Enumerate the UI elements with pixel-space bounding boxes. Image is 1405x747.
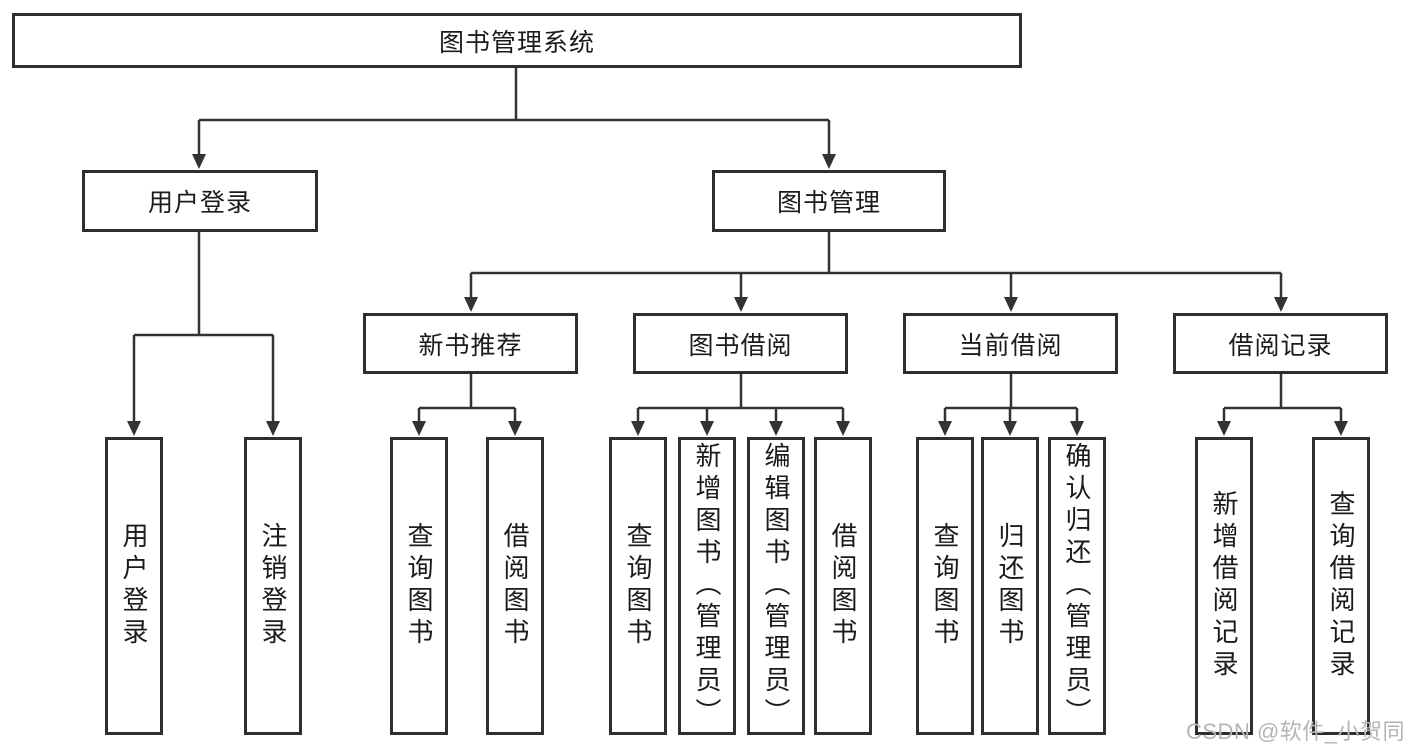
- node-label: 图书管理系统: [438, 28, 595, 57]
- leaf-label: 查询图书: [930, 522, 960, 650]
- leaf-label: 查询借阅记录: [1326, 490, 1356, 682]
- leaf-borrow-books-borrow: 借阅图书: [814, 437, 872, 735]
- leaf-label: 新增图书（管理员）: [692, 442, 722, 730]
- leaf-label: 确认归还（管理员）: [1062, 442, 1092, 730]
- leaf-label: 注销登录: [258, 522, 288, 650]
- leaf-query-borrow-record: 查询借阅记录: [1312, 437, 1370, 735]
- leaf-label: 归还图书: [995, 522, 1025, 650]
- node-user-login: 用户登录: [82, 170, 318, 232]
- node-book-borrowing: 图书借阅: [633, 313, 848, 374]
- leaf-query-books-recommend: 查询图书: [390, 437, 448, 735]
- leaf-query-books-borrow: 查询图书: [609, 437, 667, 735]
- leaf-logout-login: 注销登录: [244, 437, 302, 735]
- leaf-label: 新增借阅记录: [1209, 490, 1239, 682]
- leaf-query-books-current: 查询图书: [916, 437, 974, 735]
- leaf-borrow-books-recommend: 借阅图书: [486, 437, 544, 735]
- leaf-label: 借阅图书: [828, 522, 858, 650]
- leaf-label: 查询图书: [623, 522, 653, 650]
- leaf-label: 借阅图书: [500, 522, 530, 650]
- leaf-confirm-return-admin: 确认归还（管理员）: [1048, 437, 1106, 735]
- leaf-label: 编辑图书（管理员）: [761, 442, 791, 730]
- leaf-edit-book-admin: 编辑图书（管理员）: [747, 437, 805, 735]
- node-label: 用户登录: [147, 189, 252, 217]
- leaf-add-book-admin: 新增图书（管理员）: [678, 437, 736, 735]
- node-label: 当前借阅: [958, 331, 1063, 360]
- leaf-label: 查询图书: [404, 522, 434, 650]
- leaf-add-borrow-record: 新增借阅记录: [1195, 437, 1253, 735]
- node-label: 借阅记录: [1228, 331, 1333, 360]
- watermark: CSDN @软件_小贺同学: [1186, 719, 1405, 744]
- leaf-user-login: 用户登录: [105, 437, 163, 735]
- node-current-borrowing: 当前借阅: [903, 313, 1118, 374]
- node-new-book-recommendation: 新书推荐: [363, 313, 578, 374]
- leaf-return-book: 归还图书: [981, 437, 1039, 735]
- node-borrowing-records: 借阅记录: [1173, 313, 1388, 374]
- node-label: 新书推荐: [418, 331, 523, 360]
- node-library-management-system: 图书管理系统: [12, 13, 1022, 68]
- node-book-management: 图书管理: [712, 170, 946, 232]
- node-label: 图书借阅: [688, 331, 793, 360]
- leaf-label: 用户登录: [119, 522, 149, 650]
- node-label: 图书管理: [776, 189, 881, 217]
